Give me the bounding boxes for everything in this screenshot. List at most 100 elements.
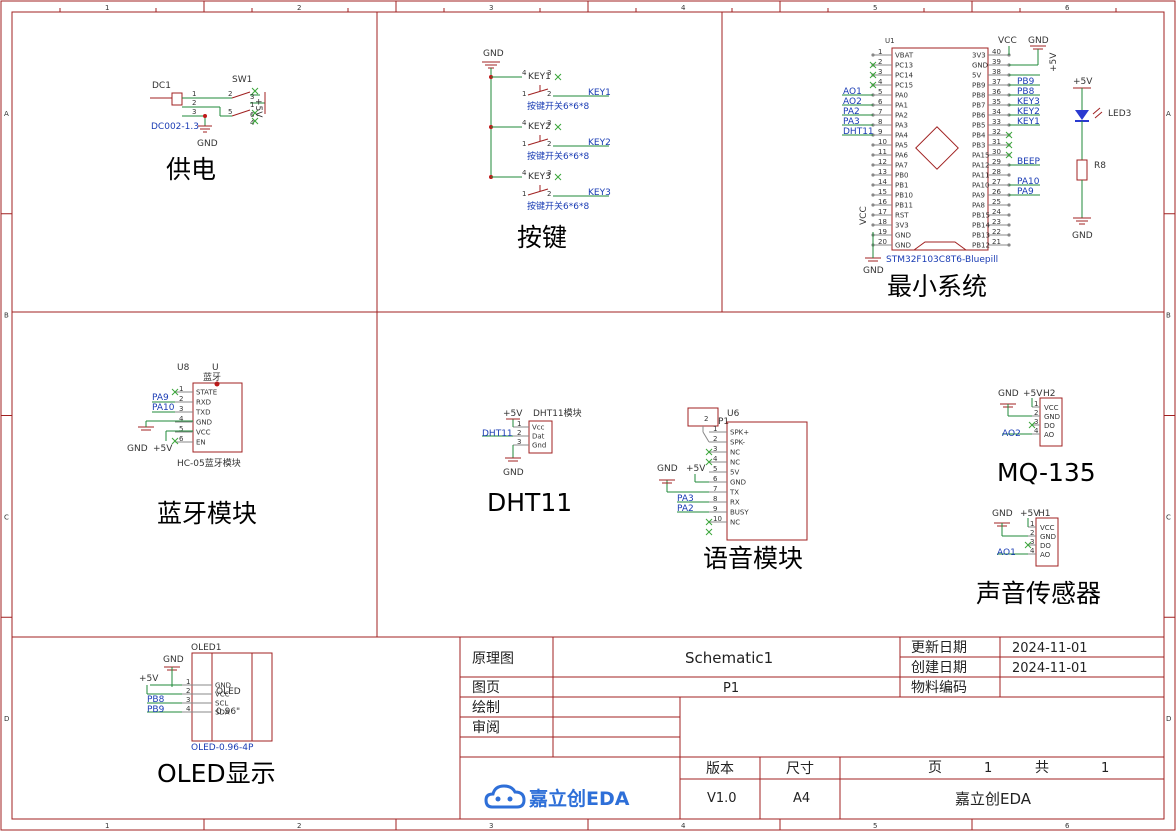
mcu-left-net: PA2 bbox=[843, 107, 860, 117]
pin-name: AO bbox=[1040, 551, 1051, 559]
mcu-pin-name: 5V bbox=[972, 72, 981, 80]
mcu-left-net: AO2 bbox=[843, 97, 862, 107]
voice-ref: U6 bbox=[727, 409, 740, 419]
col-number: 1 bbox=[105, 4, 109, 12]
tb-company: 嘉立创EDA bbox=[955, 790, 1032, 808]
mcu-pin-name: VBAT bbox=[895, 52, 914, 60]
mcu-pin-num: 3 bbox=[878, 68, 882, 76]
section-title-power: 供电 bbox=[166, 155, 216, 184]
tb-version-label: 版本 bbox=[706, 761, 734, 777]
pin-name: BUSY bbox=[730, 509, 749, 517]
mcu-pin-num: 34 bbox=[992, 108, 1001, 116]
row-letter: C bbox=[4, 513, 9, 521]
mcu-pin-num: 9 bbox=[878, 128, 882, 136]
row-letter: D bbox=[1166, 715, 1171, 723]
section-title-voice: 语音模块 bbox=[703, 544, 803, 573]
mcu-pin-name: PB10 bbox=[895, 192, 913, 200]
mcu-pin-num: 39 bbox=[992, 58, 1001, 66]
mcu-pin-num: 12 bbox=[878, 158, 887, 166]
tb-review-label: 审阅 bbox=[472, 720, 500, 736]
section-title-mq135: MQ-135 bbox=[997, 458, 1096, 487]
pin-name: VCC bbox=[196, 429, 211, 437]
tb-schematic-name: Schematic1 bbox=[685, 649, 773, 667]
tb-bom-label: 物料编码 bbox=[911, 680, 967, 696]
mcu-pin-num: 18 bbox=[878, 218, 887, 226]
mcu-pin-name: PB7 bbox=[972, 102, 985, 110]
col-number: 2 bbox=[297, 822, 301, 830]
mcu-pin-num: 40 bbox=[992, 48, 1001, 56]
tb-version-value: V1.0 bbox=[707, 791, 737, 806]
mcu-pin-num: 22 bbox=[992, 228, 1001, 236]
mcu-pin-name: GND bbox=[895, 242, 911, 250]
pin-num: 4 bbox=[186, 705, 191, 713]
pin-name: NC bbox=[730, 519, 740, 527]
pin-num: 6 bbox=[713, 475, 718, 483]
pin-num: 1 bbox=[517, 420, 521, 428]
mcu-pin-num: 24 bbox=[992, 208, 1001, 216]
mcu-left-net: AO1 bbox=[843, 87, 862, 97]
mcu-pin-name: PB6 bbox=[972, 112, 986, 120]
pin-num: 2 bbox=[1030, 529, 1034, 537]
tb-page-num: 1 bbox=[984, 761, 992, 776]
pin-num: 2 bbox=[517, 429, 521, 437]
svg-text:2: 2 bbox=[228, 90, 232, 98]
key-pin: 3 bbox=[547, 69, 551, 77]
mcu-pin-num: 17 bbox=[878, 208, 887, 216]
dht-5v: +5V bbox=[503, 409, 523, 419]
mcu-pin-name: PC15 bbox=[895, 82, 913, 90]
key-pin: 2 bbox=[547, 140, 551, 148]
dc-value: DC002-1.3 bbox=[151, 122, 199, 132]
mcu-pin-num: 27 bbox=[992, 178, 1001, 186]
mcu-pin-name: PA8 bbox=[972, 202, 985, 210]
mcu-pin-name: GND bbox=[972, 62, 988, 70]
pin-num: 3 bbox=[179, 405, 183, 413]
mcu-pin-num: 21 bbox=[992, 238, 1001, 246]
section-title-dht11: DHT11 bbox=[487, 488, 572, 517]
pin-num: 5 bbox=[179, 425, 183, 433]
key-net-label: KEY1 bbox=[588, 88, 611, 98]
tb-update-value: 2024-11-01 bbox=[1012, 641, 1088, 656]
svg-text:1: 1 bbox=[250, 101, 254, 109]
mcu-pin-name: PA2 bbox=[895, 112, 908, 120]
pin-name: Vcc bbox=[532, 424, 545, 432]
key-pin: 1 bbox=[522, 140, 526, 148]
pin-num: 9 bbox=[713, 505, 717, 513]
mcu-pin-num: 35 bbox=[992, 98, 1001, 106]
key-value: 按键开关6*6*8 bbox=[527, 100, 589, 112]
tb-page-label: 图页 bbox=[472, 680, 500, 696]
sw-ref: SW1 bbox=[232, 75, 252, 85]
mcu-pin-num: 16 bbox=[878, 198, 887, 206]
key-net-label: KEY2 bbox=[588, 138, 611, 148]
tb-size-value: A4 bbox=[793, 791, 810, 806]
mcu-pin-num: 20 bbox=[878, 238, 887, 246]
col-number: 4 bbox=[681, 822, 686, 830]
key-ref: KEY3 bbox=[528, 172, 551, 182]
key-pin: 1 bbox=[522, 90, 526, 98]
mcu-vcc: VCC bbox=[998, 36, 1017, 46]
pin-num: 4 bbox=[179, 415, 184, 423]
pin-name: GND bbox=[196, 419, 212, 427]
mcu-pin-num: 10 bbox=[878, 138, 887, 146]
dht-value: DHT11模块 bbox=[533, 407, 582, 419]
section-title-sound: 声音传感器 bbox=[976, 579, 1101, 608]
pin-num: 1 bbox=[179, 385, 183, 393]
mcu-pin-num: 1 bbox=[878, 48, 882, 56]
key-pin: 4 bbox=[522, 119, 527, 127]
mcu-right-net: KEY1 bbox=[1017, 117, 1040, 127]
tb-schematic-label: 原理图 bbox=[472, 651, 514, 667]
mcu-pin-num: 5 bbox=[878, 88, 882, 96]
oled-ref: OLED1 bbox=[191, 643, 221, 653]
mcu-pin-num: 32 bbox=[992, 128, 1001, 136]
pin-num: 2 bbox=[713, 435, 717, 443]
mcu-right-net: PB8 bbox=[1017, 87, 1035, 97]
section-title-keys: 按键 bbox=[517, 223, 567, 252]
oled-5v: +5V bbox=[139, 674, 159, 684]
dc-ref: DC1 bbox=[152, 81, 171, 91]
mcu-pin-name: PA10 bbox=[972, 182, 989, 190]
key-pin: 1 bbox=[522, 190, 526, 198]
pin-num: 10 bbox=[713, 515, 722, 523]
mcu-right-net: PA10 bbox=[1017, 177, 1040, 187]
